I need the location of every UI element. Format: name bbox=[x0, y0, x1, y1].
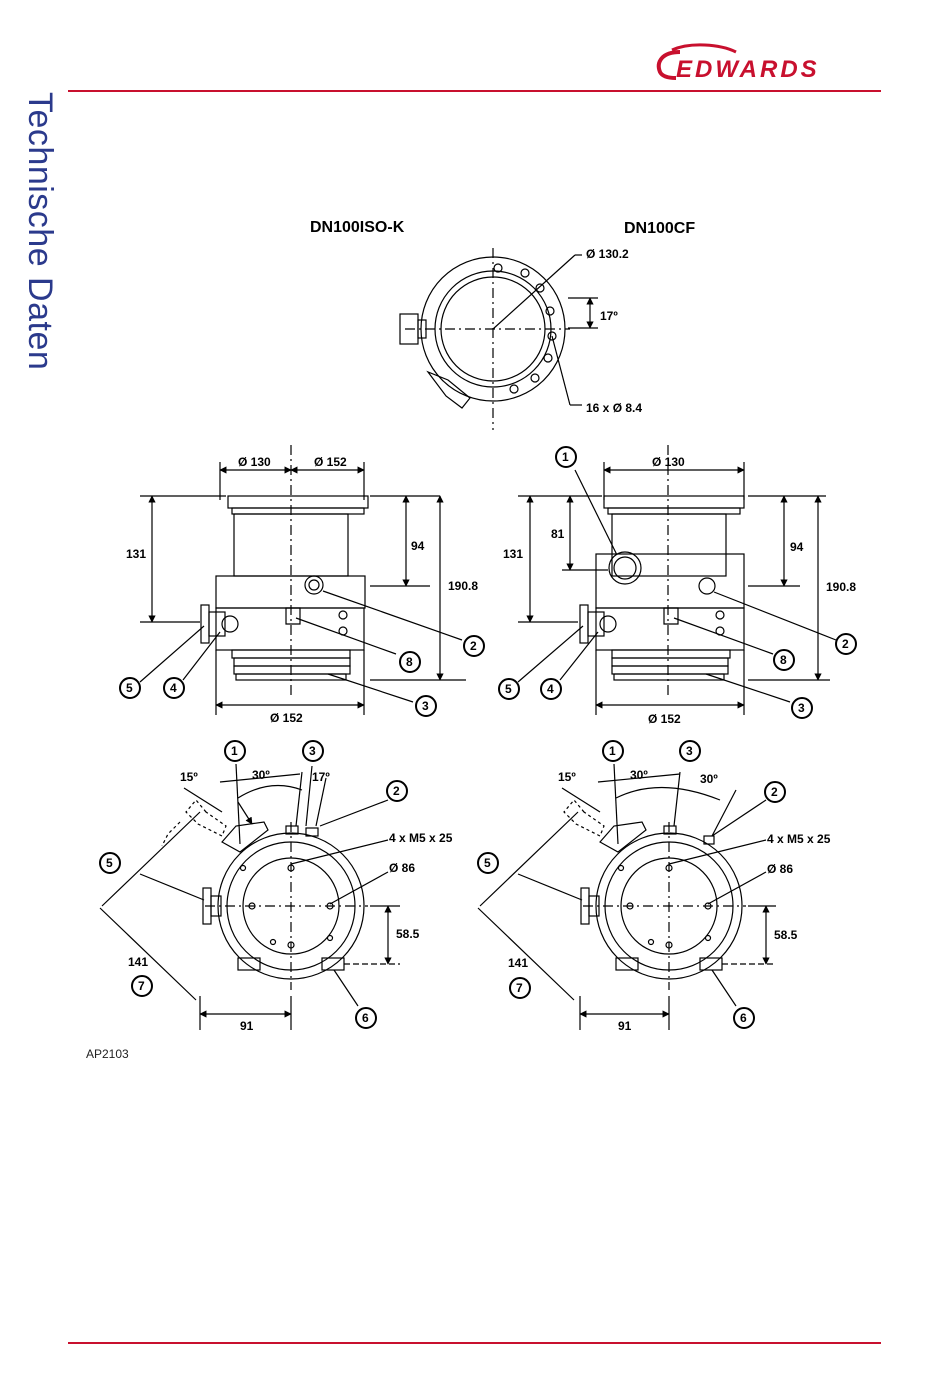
dim-bl-dia86: Ø 86 bbox=[389, 861, 415, 875]
callout-right-8: 8 bbox=[780, 653, 787, 667]
dim-br-141: 141 bbox=[508, 956, 528, 970]
edwards-logo: EDWARDS bbox=[650, 40, 885, 84]
dim-bl-30deg: 30º bbox=[252, 768, 270, 782]
dim-br-dia86: Ø 86 bbox=[767, 862, 793, 876]
callout-left-2: 2 bbox=[470, 639, 477, 653]
callout-right-1: 1 bbox=[562, 450, 569, 464]
callout-bl-3: 3 bbox=[309, 744, 316, 758]
callout-bl-1: 1 bbox=[231, 744, 238, 758]
dim-bl-m5: 4 x M5 x 25 bbox=[389, 831, 453, 845]
dim-right-bottom-dia: Ø 152 bbox=[648, 712, 681, 726]
callout-br-2: 2 bbox=[771, 785, 778, 799]
dim-left-bottom-dia: Ø 152 bbox=[270, 711, 303, 725]
dim-br-15deg: 15º bbox=[558, 770, 576, 784]
dim-br-30deg-a: 30º bbox=[630, 768, 648, 782]
dim-bl-15deg: 15º bbox=[180, 770, 198, 784]
header-rule bbox=[68, 90, 881, 92]
dim-bl-141: 141 bbox=[128, 955, 148, 969]
dim-br-30deg-b: 30º bbox=[700, 772, 718, 786]
drawing-reference: AP2103 bbox=[86, 1047, 129, 1061]
callout-br-5: 5 bbox=[484, 856, 491, 870]
dim-left-top-dia-b: Ø 152 bbox=[314, 455, 347, 469]
callout-circles bbox=[100, 447, 856, 1028]
label-dn100cf: DN100CF bbox=[624, 220, 695, 237]
dim-left-top-dia-a: Ø 130 bbox=[238, 455, 271, 469]
callout-bl-2: 2 bbox=[393, 784, 400, 798]
callout-right-3: 3 bbox=[798, 701, 805, 715]
dim-bl-58: 58.5 bbox=[396, 927, 420, 941]
callout-bl-7: 7 bbox=[138, 979, 145, 993]
dim-right-height-190: 190.8 bbox=[826, 580, 856, 594]
callout-right-5: 5 bbox=[505, 682, 512, 696]
dim-left-height-94: 94 bbox=[411, 539, 425, 553]
callout-right-2: 2 bbox=[842, 637, 849, 651]
side-view-left bbox=[140, 445, 466, 715]
side-view-right bbox=[518, 445, 836, 715]
callout-br-6: 6 bbox=[740, 1011, 747, 1025]
callout-left-4: 4 bbox=[170, 681, 177, 695]
callout-bl-6: 6 bbox=[362, 1011, 369, 1025]
callout-left-8: 8 bbox=[406, 655, 413, 669]
dim-right-height-131: 131 bbox=[503, 547, 523, 561]
dim-br-91: 91 bbox=[618, 1019, 632, 1033]
dim-bolt-circle: Ø 130.2 bbox=[586, 247, 629, 261]
dim-br-58: 58.5 bbox=[774, 928, 798, 942]
dim-right-height-81: 81 bbox=[551, 527, 565, 541]
dim-br-m5: 4 x M5 x 25 bbox=[767, 832, 831, 846]
label-dn100iso-k: DN100ISO-K bbox=[310, 219, 405, 236]
callout-br-7: 7 bbox=[516, 981, 523, 995]
logo-swoosh-top bbox=[672, 45, 736, 52]
callout-br-1: 1 bbox=[609, 744, 616, 758]
dim-bl-91: 91 bbox=[240, 1019, 254, 1033]
callout-br-3: 3 bbox=[686, 744, 693, 758]
callout-left-3: 3 bbox=[422, 699, 429, 713]
technical-drawing: DN100ISO-K DN100CF Ø 130.2 17º 16 x Ø 8.… bbox=[0, 200, 950, 1060]
dim-holes: 16 x Ø 8.4 bbox=[586, 401, 642, 415]
top-view bbox=[400, 248, 598, 430]
dim-right-top-dia: Ø 130 bbox=[652, 455, 685, 469]
dim-left-height-131: 131 bbox=[126, 547, 146, 561]
callout-bl-5: 5 bbox=[106, 856, 113, 870]
callout-left-5: 5 bbox=[126, 681, 133, 695]
dim-angle: 17º bbox=[600, 309, 618, 323]
dim-bl-17deg: 17º bbox=[312, 770, 330, 784]
logo-wordmark: EDWARDS bbox=[676, 56, 820, 83]
dim-left-height-190: 190.8 bbox=[448, 579, 478, 593]
dim-right-height-94: 94 bbox=[790, 540, 804, 554]
footer-rule bbox=[68, 1342, 881, 1344]
callout-right-4: 4 bbox=[547, 682, 554, 696]
